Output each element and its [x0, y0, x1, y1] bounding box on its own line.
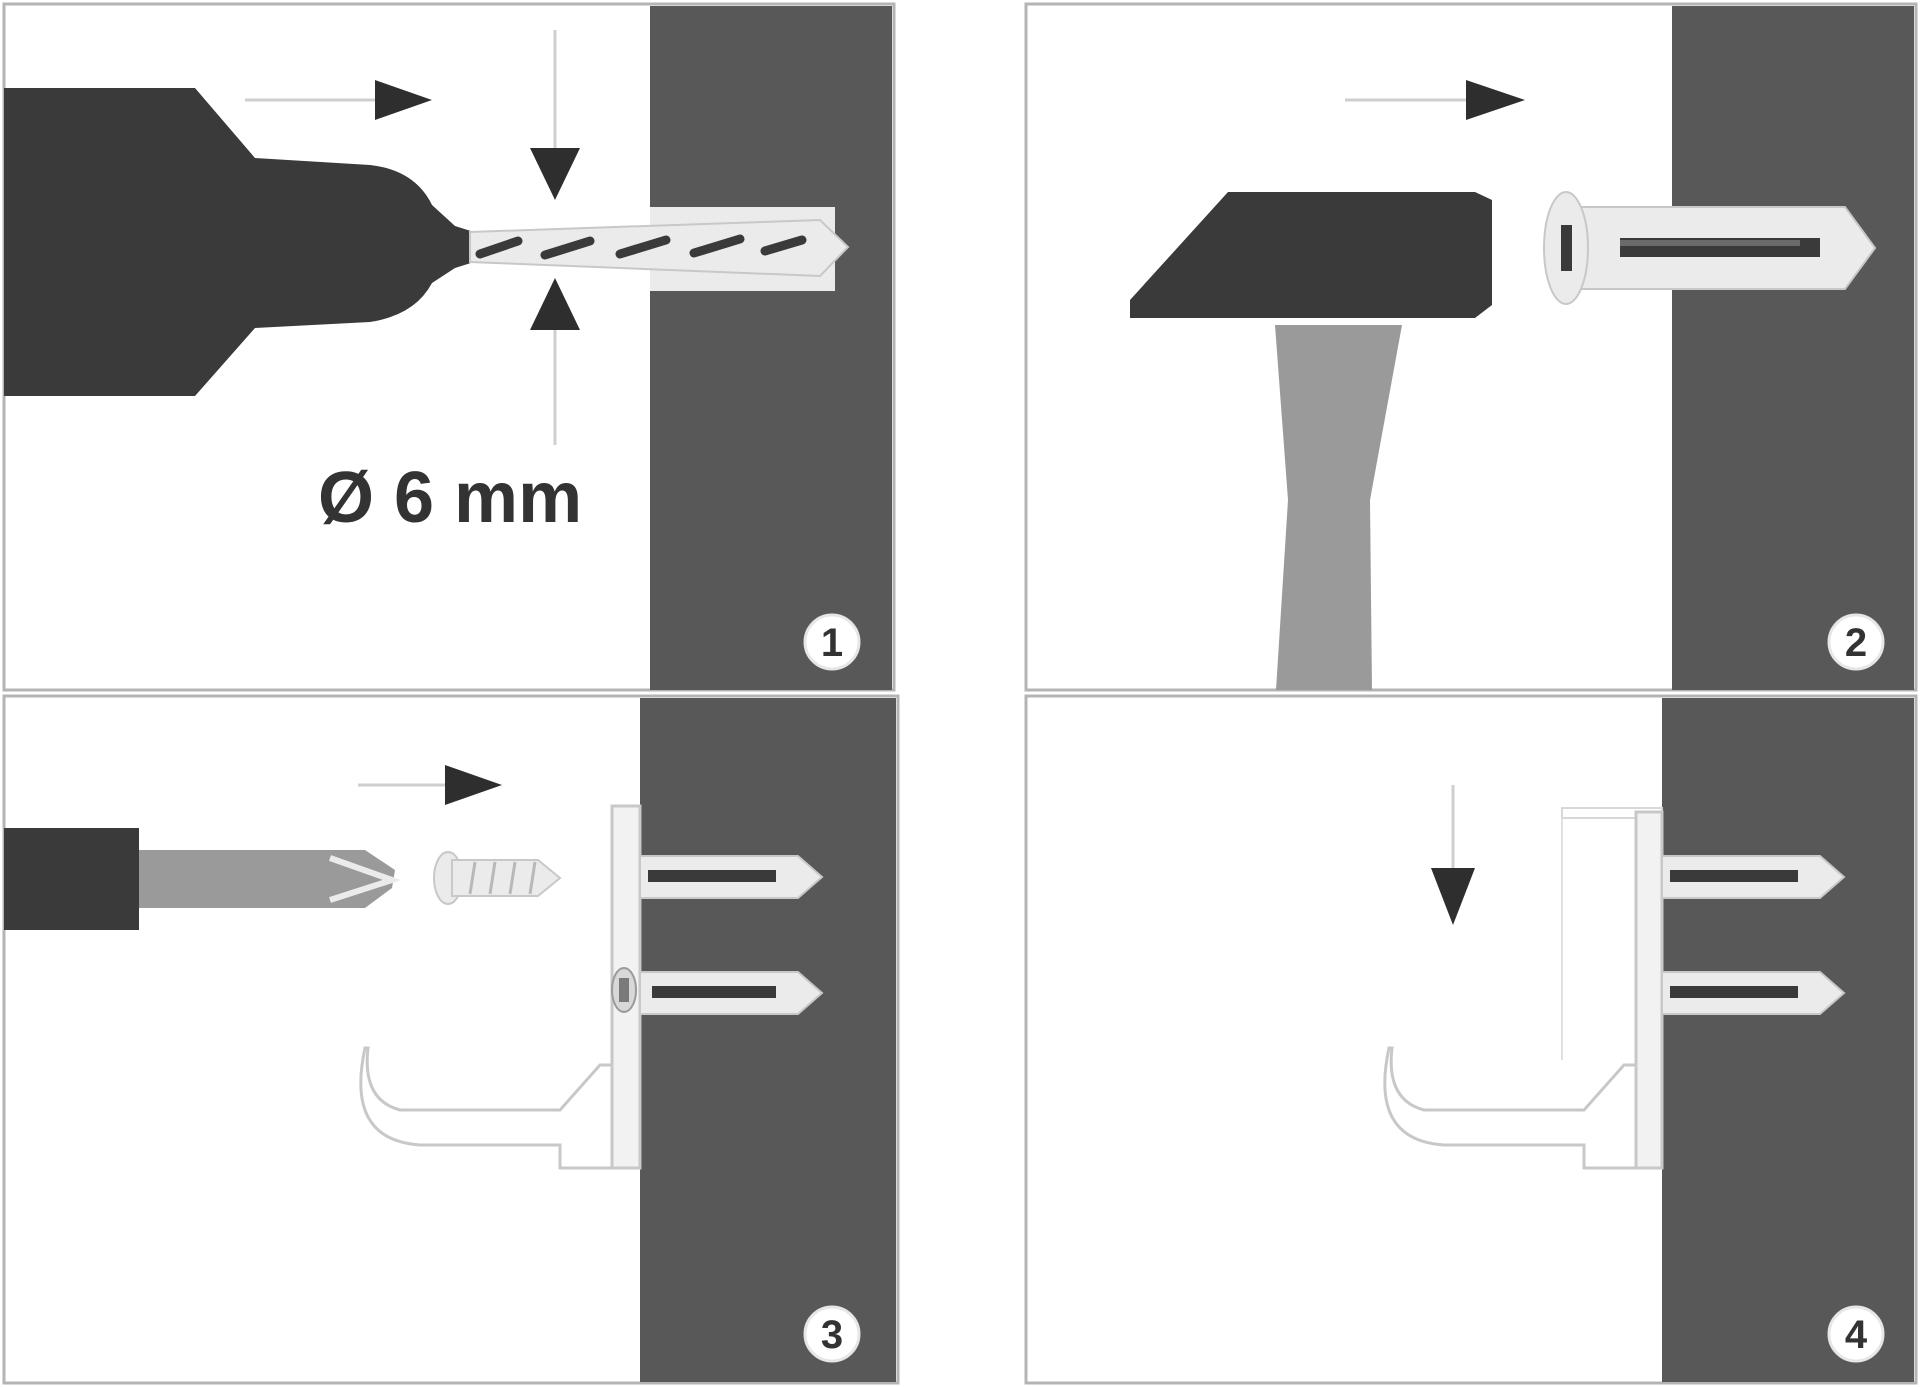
step-1-number: 1	[821, 621, 843, 665]
step-3-badge: 3	[803, 1305, 861, 1363]
hammer-icon	[1130, 192, 1492, 318]
wall-anchor-upper-4	[1661, 855, 1846, 899]
step-2-panel: 2	[1024, 2, 1918, 692]
step-4-badge: 4	[1827, 1305, 1885, 1363]
screw-icon	[433, 851, 562, 905]
wall-anchor-lower-4	[1661, 971, 1846, 1015]
step-4-number: 4	[1845, 1313, 1868, 1357]
step-3-number: 3	[821, 1313, 843, 1357]
slide-down-arrow	[1431, 785, 1475, 925]
step-3-panel: 3	[2, 694, 900, 1385]
step-1-panel: Ø 6 mm 1	[2, 2, 896, 692]
push-arrow-3	[358, 765, 502, 805]
dimension-arrows	[530, 30, 580, 445]
wall-anchor-icon	[1543, 191, 1877, 305]
screwdriver-icon	[4, 828, 402, 930]
step-2-badge: 2	[1827, 613, 1885, 671]
hook-bracket-icon	[359, 804, 642, 1170]
drill-body-icon	[4, 88, 474, 396]
drill-bit-icon	[469, 218, 850, 278]
step-4-panel: 4	[1024, 694, 1918, 1385]
hammer-handle	[1275, 325, 1402, 690]
wall-3	[640, 698, 896, 1382]
push-arrow-2	[1345, 80, 1525, 120]
step-1-badge: 1	[803, 613, 861, 671]
wall-anchor-upper	[639, 855, 824, 899]
step-2-number: 2	[1845, 621, 1867, 665]
wall-4	[1662, 698, 1914, 1382]
push-arrow-1	[245, 80, 432, 120]
wall-1	[650, 6, 892, 690]
hole-diameter-label: Ø 6 mm	[318, 458, 582, 538]
wall-2	[1672, 6, 1914, 690]
wall-anchor-lower	[639, 971, 824, 1015]
